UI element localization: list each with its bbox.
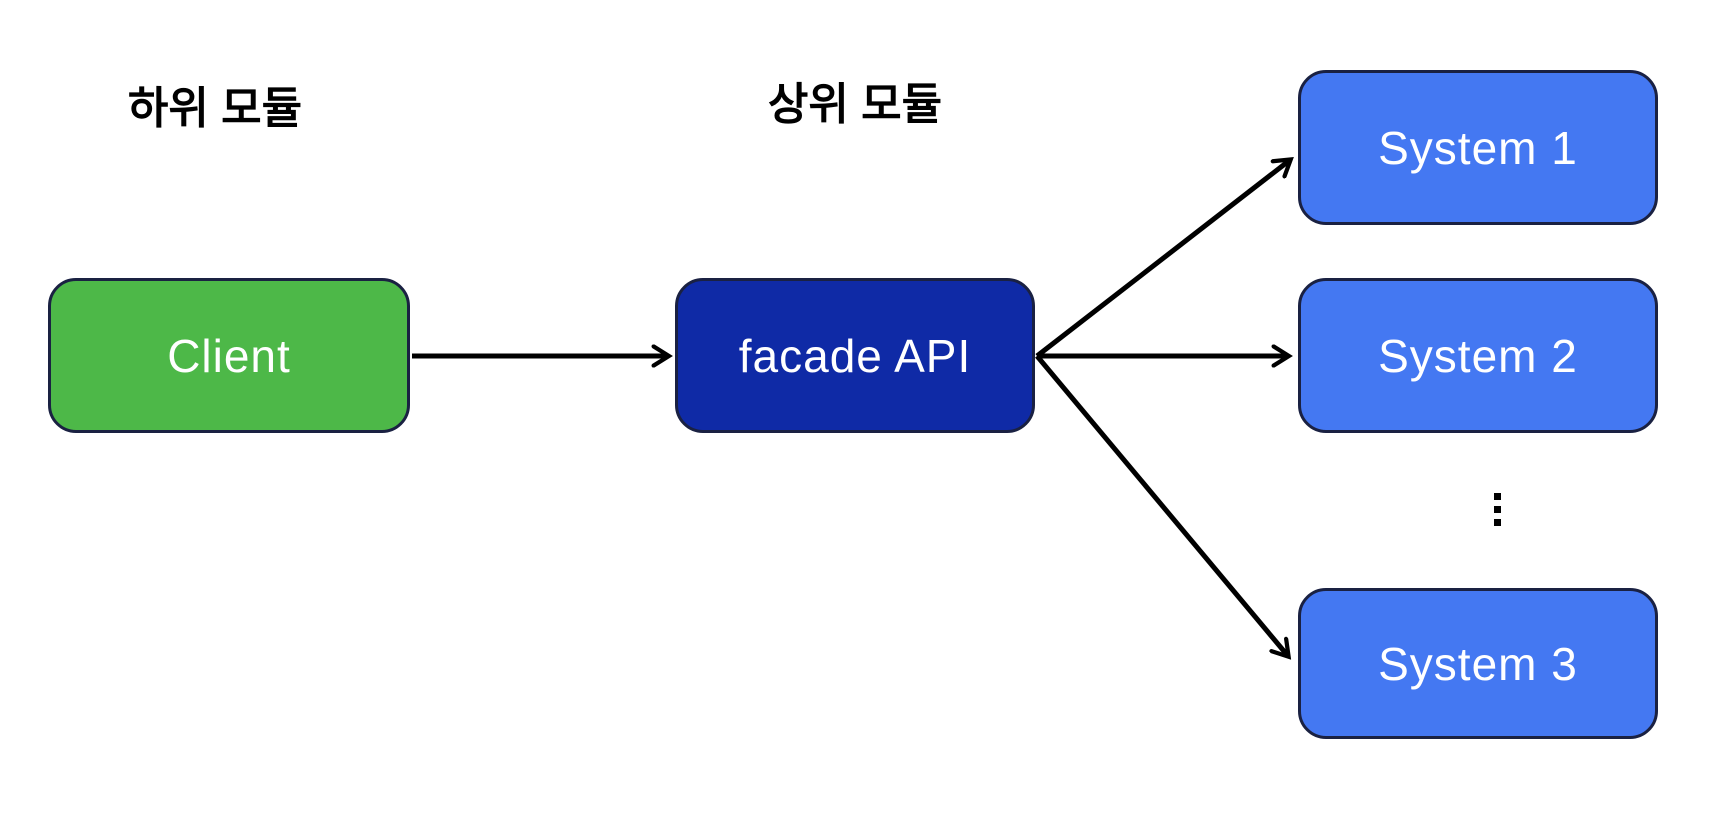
- system3-node: System 3: [1298, 588, 1658, 739]
- ellipsis-dot: [1494, 519, 1501, 526]
- arrow-facade-to-system3: [1035, 354, 1288, 656]
- group-label-upper-modules: 상위 모듈: [767, 80, 943, 129]
- client-node: Client: [48, 278, 410, 433]
- system1-node: System 1: [1298, 70, 1658, 225]
- vertical-ellipsis-icon: [1494, 493, 1501, 526]
- arrow-facade-to-system1: [1035, 160, 1290, 358]
- group-label-sub-modules: 하위 모듈: [127, 84, 303, 133]
- ellipsis-dot: [1494, 493, 1501, 500]
- ellipsis-dot: [1494, 506, 1501, 513]
- system2-node: System 2: [1298, 278, 1658, 433]
- facade-api-node: facade API: [675, 278, 1035, 433]
